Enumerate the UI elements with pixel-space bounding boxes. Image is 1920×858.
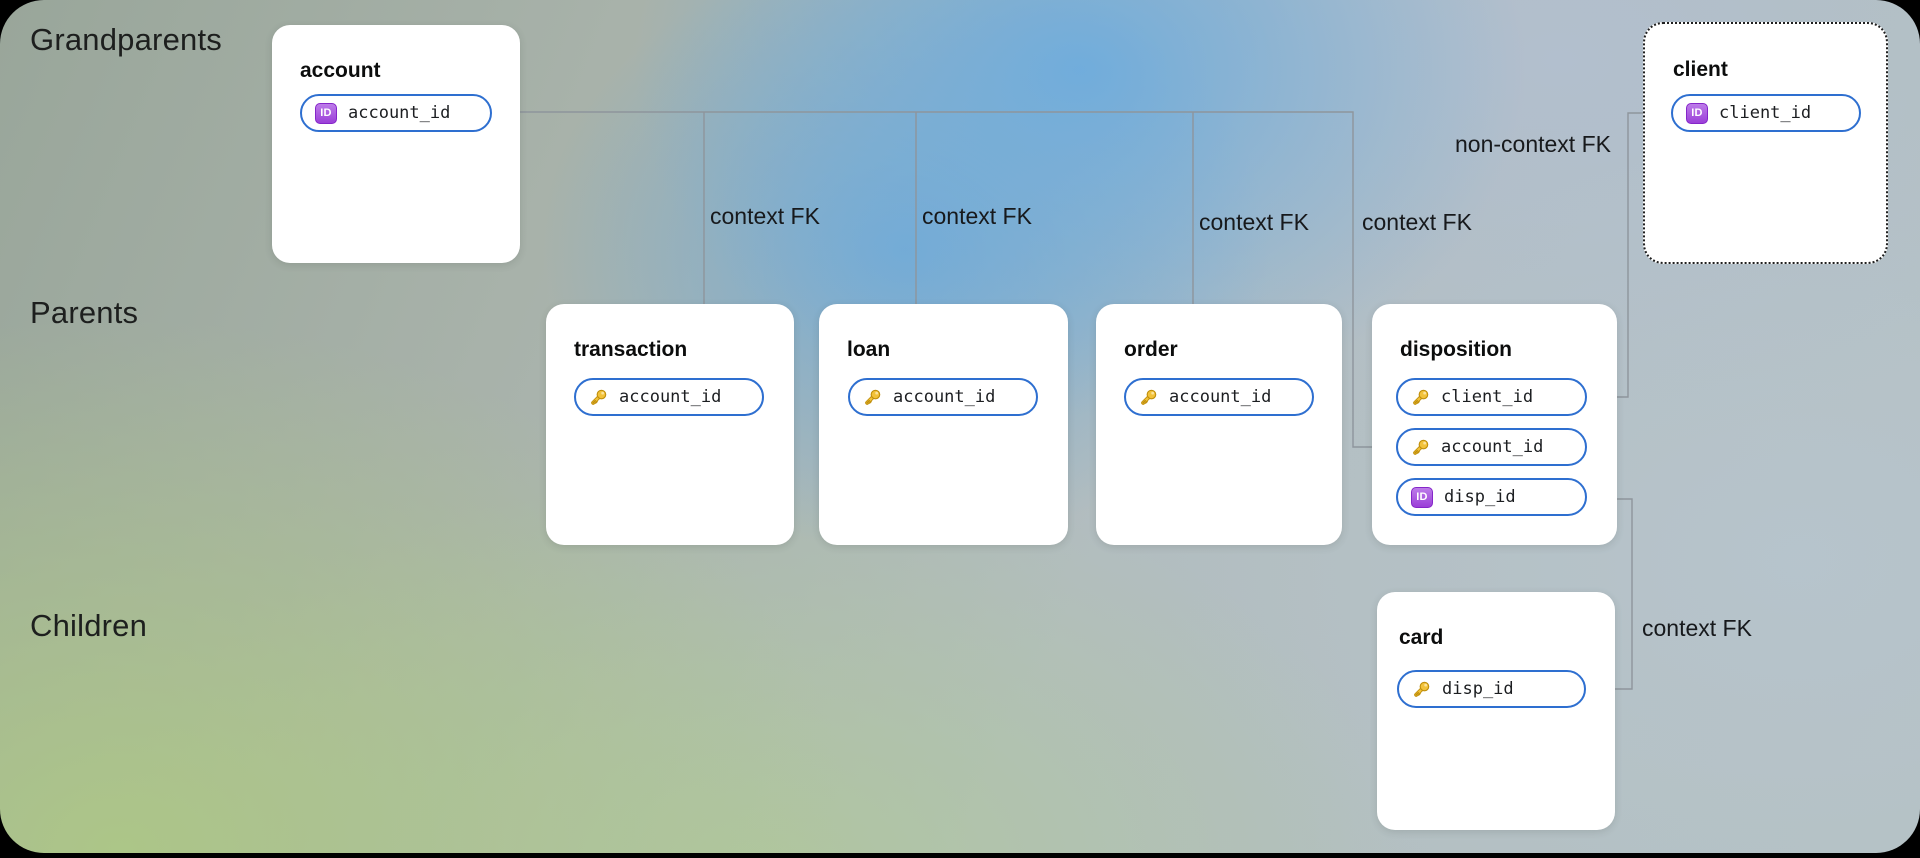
table-title-disposition: disposition <box>1400 338 1512 361</box>
field-name: client_id <box>1719 103 1812 123</box>
id-badge-icon: ID <box>1411 486 1433 508</box>
edge-label-context-fk-order: context FK <box>1199 209 1309 235</box>
id-badge-icon: ID <box>315 102 337 124</box>
edge-label-context-fk-transaction: context FK <box>710 203 820 229</box>
field-name: account_id <box>348 103 451 123</box>
field-disposition-account_id[interactable]: account_id <box>1396 428 1587 466</box>
field-loan-account_id[interactable]: account_id <box>848 378 1038 416</box>
field-client-client_id[interactable]: ID client_id <box>1671 94 1861 132</box>
field-account-account_id[interactable]: ID account_id <box>300 94 492 132</box>
table-card-disposition[interactable]: disposition client_id <box>1372 304 1617 545</box>
field-name: client_id <box>1441 387 1534 407</box>
table-title-loan: loan <box>847 338 891 361</box>
table-title-client: client <box>1673 58 1728 81</box>
field-name: account_id <box>1441 437 1544 457</box>
table-card-order[interactable]: order account_id <box>1096 304 1342 545</box>
field-disposition-disp_id[interactable]: ID disp_id <box>1396 478 1587 516</box>
table-card-loan[interactable]: loan account_id <box>819 304 1068 545</box>
field-name: account_id <box>619 387 722 407</box>
field-name: account_id <box>893 387 996 407</box>
table-card-transaction[interactable]: transaction account_id <box>546 304 794 545</box>
row-label-grandparents: Grandparents <box>30 22 222 57</box>
edge-label-non-context-fk: non-context FK <box>1455 131 1611 157</box>
key-icon <box>589 388 608 407</box>
field-disposition-client_id[interactable]: client_id <box>1396 378 1587 416</box>
key-icon <box>1412 680 1431 699</box>
edge-label-context-fk-card: context FK <box>1642 615 1752 641</box>
table-card-card[interactable]: card disp_id <box>1377 592 1615 830</box>
edge-label-context-fk-disposition: context FK <box>1362 209 1472 235</box>
key-icon <box>1411 438 1430 457</box>
row-label-parents: Parents <box>30 295 139 330</box>
key-icon <box>1411 388 1430 407</box>
key-icon <box>863 388 882 407</box>
table-card-account[interactable]: account ID account_id <box>272 25 520 263</box>
field-transaction-account_id[interactable]: account_id <box>574 378 764 416</box>
edge-label-context-fk-loan: context FK <box>922 203 1032 229</box>
row-label-children: Children <box>30 608 148 643</box>
field-name: account_id <box>1169 387 1272 407</box>
key-icon <box>1139 388 1158 407</box>
field-name: disp_id <box>1444 487 1516 507</box>
table-title-account: account <box>300 59 381 82</box>
table-card-client[interactable]: client ID client_id <box>1643 22 1888 264</box>
field-card-disp_id[interactable]: disp_id <box>1397 670 1586 708</box>
field-order-account_id[interactable]: account_id <box>1124 378 1314 416</box>
field-name: disp_id <box>1442 679 1514 699</box>
table-title-transaction: transaction <box>574 338 688 361</box>
id-badge-icon: ID <box>1686 102 1708 124</box>
table-title-order: order <box>1124 338 1178 361</box>
table-title-card: card <box>1399 626 1444 649</box>
